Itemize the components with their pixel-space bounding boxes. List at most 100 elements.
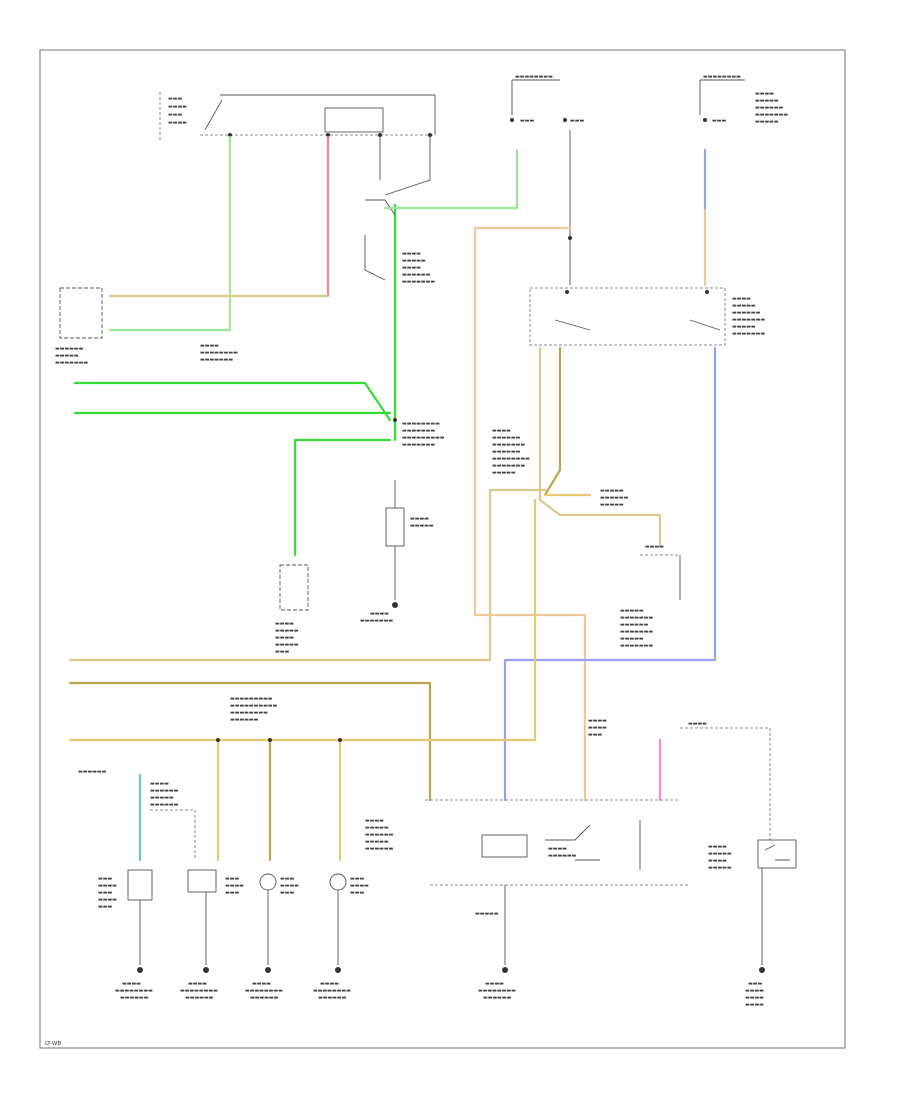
svg-text:▬▬▬▬▬: ▬▬▬▬▬ — [600, 488, 624, 494]
svg-text:▬▬▬▬▬▬▬▬: ▬▬▬▬▬▬▬▬ — [492, 456, 530, 462]
svg-text:▬▬▬▬: ▬▬▬▬ — [122, 981, 141, 987]
svg-text:▬▬▬▬▬: ▬▬▬▬▬ — [620, 636, 644, 642]
svg-text:▬▬▬▬: ▬▬▬▬ — [708, 858, 727, 864]
svg-text:▬▬▬▬: ▬▬▬▬ — [732, 296, 751, 302]
svg-text:▬▬▬▬: ▬▬▬▬ — [365, 818, 384, 824]
left-module-box: ▬▬▬▬▬▬ ▬▬▬▬▬ ▬▬▬▬▬▬▬ ▬▬▬▬ ▬▬▬▬▬▬▬▬ ▬▬▬▬▬… — [55, 287, 238, 366]
svg-text:▬▬▬▬: ▬▬▬▬ — [688, 721, 707, 727]
wire-peach-long — [473, 226, 587, 802]
svg-text:▬▬▬▬▬▬▬▬: ▬▬▬▬▬▬▬▬ — [115, 988, 153, 994]
svg-text:▬▬▬▬▬▬▬: ▬▬▬▬▬▬▬ — [732, 317, 765, 323]
svg-text:▬▬▬▬▬: ▬▬▬▬▬ — [365, 839, 389, 845]
bottom-center-module: ▬▬▬▬ ▬▬▬▬▬ ▬▬▬▬▬▬ ▬▬▬▬▬ ▬▬▬▬▬▬ ▬▬▬▬ ▬▬▬▬… — [365, 799, 690, 1001]
svg-text:▬▬▬▬: ▬▬▬▬ — [708, 844, 727, 850]
svg-text:▬▬▬▬▬▬: ▬▬▬▬▬▬ — [230, 717, 259, 723]
svg-text:▬▬▬: ▬▬▬ — [98, 876, 112, 882]
wire-lt-green-top — [383, 148, 519, 210]
svg-text:▬▬▬▬▬▬▬: ▬▬▬▬▬▬▬ — [492, 442, 525, 448]
svg-text:▬▬▬▬: ▬▬▬▬ — [275, 635, 294, 641]
wire-tan-bus-1 — [68, 488, 547, 662]
svg-text:▬▬▬▬▬▬: ▬▬▬▬▬▬ — [55, 346, 84, 352]
svg-text:▬▬▬▬: ▬▬▬▬ — [588, 725, 607, 731]
svg-text:▬▬▬▬▬▬▬: ▬▬▬▬▬▬▬ — [492, 463, 525, 469]
svg-text:▬▬▬▬▬▬▬▬▬▬: ▬▬▬▬▬▬▬▬▬▬ — [230, 703, 278, 709]
svg-text:▬▬▬▬▬: ▬▬▬▬▬ — [365, 825, 389, 831]
svg-text:▬▬▬▬: ▬▬▬▬ — [320, 981, 339, 987]
svg-text:▬▬▬▬▬▬▬▬: ▬▬▬▬▬▬▬▬ — [703, 74, 741, 80]
wire-green-3 — [293, 438, 392, 557]
svg-text:▬▬▬▬: ▬▬▬▬ — [225, 883, 244, 889]
wire-yellow-bus-3 — [68, 498, 537, 742]
svg-text:▬▬▬▬▬▬: ▬▬▬▬▬▬ — [78, 769, 107, 775]
svg-text:▬▬▬▬: ▬▬▬▬ — [168, 120, 187, 126]
svg-text:▬▬▬▬: ▬▬▬▬ — [275, 621, 294, 627]
svg-text:▬▬▬▬: ▬▬▬▬ — [150, 781, 169, 787]
svg-text:▬▬▬▬▬: ▬▬▬▬▬ — [732, 303, 756, 309]
svg-text:▬▬▬▬▬: ▬▬▬▬▬ — [275, 628, 299, 634]
svg-text:▬▬▬▬▬▬▬▬▬: ▬▬▬▬▬▬▬▬▬ — [230, 696, 273, 702]
wire-olive-relay — [543, 346, 562, 497]
svg-text:▬▬▬▬: ▬▬▬▬ — [410, 516, 429, 522]
svg-text:▬▬▬▬▬▬▬: ▬▬▬▬▬▬▬ — [402, 442, 435, 448]
wire-right-feed — [680, 727, 771, 840]
svg-text:▬▬▬▬▬▬▬: ▬▬▬▬▬▬▬ — [360, 618, 393, 624]
svg-text:▬▬▬▬▬▬▬: ▬▬▬▬▬▬▬ — [732, 331, 765, 337]
svg-text:▬▬▬: ▬▬▬ — [350, 890, 364, 896]
svg-text:▬▬▬▬: ▬▬▬▬ — [645, 544, 664, 550]
svg-text:▬▬▬▬▬▬: ▬▬▬▬▬▬ — [492, 435, 521, 441]
svg-text:▬▬▬▬▬▬▬: ▬▬▬▬▬▬▬ — [620, 643, 653, 649]
svg-text:▬▬▬▬▬▬▬▬: ▬▬▬▬▬▬▬▬ — [245, 988, 283, 994]
svg-text:▬▬▬: ▬▬▬ — [280, 876, 294, 882]
svg-text:▬▬▬▬: ▬▬▬▬ — [350, 883, 369, 889]
left-lower-module: ▬▬▬▬ ▬▬▬▬▬ ▬▬▬▬ ▬▬▬▬▬ ▬▬▬ — [275, 564, 309, 655]
svg-text:▬▬▬▬: ▬▬▬▬ — [745, 995, 764, 1001]
svg-text:▬▬▬▬▬▬▬▬: ▬▬▬▬▬▬▬▬ — [180, 988, 218, 994]
hot-at-all-times-feed-2: ▬▬▬▬▬▬▬▬ ▬▬▬ ▬▬▬▬ ▬▬▬▬▬ ▬▬▬▬▬▬ ▬▬▬▬▬▬▬ ▬… — [699, 74, 788, 125]
svg-text:▬▬▬▬▬▬: ▬▬▬▬▬▬ — [150, 802, 179, 808]
svg-text:▬▬▬▬▬▬: ▬▬▬▬▬▬ — [365, 832, 394, 838]
svg-text:▬▬▬▬▬: ▬▬▬▬▬ — [620, 608, 644, 614]
svg-text:▬▬▬: ▬▬▬ — [712, 118, 726, 124]
svg-text:▬▬▬▬▬▬: ▬▬▬▬▬▬ — [365, 846, 394, 852]
svg-text:▬▬▬▬▬▬▬: ▬▬▬▬▬▬▬ — [620, 629, 653, 635]
svg-text:▬▬▬▬▬▬▬: ▬▬▬▬▬▬▬ — [200, 357, 233, 363]
wire-switch-link — [379, 137, 431, 196]
svg-text:▬▬▬▬▬▬▬▬▬: ▬▬▬▬▬▬▬▬▬ — [402, 435, 445, 441]
svg-text:▬▬▬▬: ▬▬▬▬ — [492, 428, 511, 434]
svg-text:▬▬▬▬▬: ▬▬▬▬▬ — [708, 851, 732, 857]
svg-text:▬▬▬▬▬▬: ▬▬▬▬▬▬ — [318, 995, 347, 1001]
svg-text:▬▬▬▬▬: ▬▬▬▬▬ — [708, 865, 732, 871]
svg-text:▬▬▬▬▬▬: ▬▬▬▬▬▬ — [402, 272, 431, 278]
wire-blue-right — [503, 346, 717, 802]
svg-text:▬▬▬▬: ▬▬▬▬ — [755, 91, 774, 97]
diagram-frame — [39, 49, 846, 1049]
svg-text:▬▬▬▬: ▬▬▬▬ — [485, 981, 504, 987]
svg-text:▬▬▬: ▬▬▬ — [350, 876, 364, 882]
svg-text:▬▬▬▬▬▬▬▬: ▬▬▬▬▬▬▬▬ — [402, 421, 440, 427]
svg-text:▬▬▬▬▬: ▬▬▬▬▬ — [492, 470, 516, 476]
svg-text:▬▬▬: ▬▬▬ — [280, 890, 294, 896]
svg-text:▬▬▬▬▬▬: ▬▬▬▬▬▬ — [732, 310, 761, 316]
svg-text:▬▬▬▬: ▬▬▬▬ — [402, 251, 421, 257]
svg-text:▬▬▬▬: ▬▬▬▬ — [98, 883, 117, 889]
switch-assembly-top-left: ▬▬▬ ▬▬▬▬ ▬▬▬ ▬▬▬▬ — [159, 92, 436, 140]
svg-text:▬▬▬▬▬: ▬▬▬▬▬ — [410, 523, 434, 529]
svg-text:▬▬▬▬▬: ▬▬▬▬▬ — [402, 258, 426, 264]
svg-text:▬▬▬▬: ▬▬▬▬ — [402, 265, 421, 271]
svg-text:▬▬▬▬▬▬▬▬: ▬▬▬▬▬▬▬▬ — [313, 988, 351, 994]
svg-text:▬▬▬▬▬▬: ▬▬▬▬▬▬ — [120, 995, 149, 1001]
svg-text:▬▬▬▬▬▬: ▬▬▬▬▬▬ — [492, 449, 521, 455]
svg-text:▬▬▬▬▬▬▬▬: ▬▬▬▬▬▬▬▬ — [515, 74, 553, 80]
svg-text:▬▬▬▬▬▬: ▬▬▬▬▬▬ — [620, 622, 649, 628]
svg-text:▬▬▬▬▬: ▬▬▬▬▬ — [600, 502, 624, 508]
svg-text:▬▬▬: ▬▬▬ — [98, 890, 112, 896]
svg-text:▬▬▬: ▬▬▬ — [98, 904, 112, 910]
svg-text:▬▬▬: ▬▬▬ — [275, 649, 289, 655]
svg-text:▬▬▬▬▬▬▬: ▬▬▬▬▬▬▬ — [402, 428, 435, 434]
svg-text:▬▬▬▬▬▬: ▬▬▬▬▬▬ — [600, 495, 629, 501]
svg-text:▬▬▬▬: ▬▬▬▬ — [548, 846, 567, 852]
svg-text:▬▬▬▬: ▬▬▬▬ — [200, 343, 219, 349]
svg-text:▬▬▬▬: ▬▬▬▬ — [168, 104, 187, 110]
svg-text:▬▬▬▬▬▬▬: ▬▬▬▬▬▬▬ — [55, 360, 88, 366]
